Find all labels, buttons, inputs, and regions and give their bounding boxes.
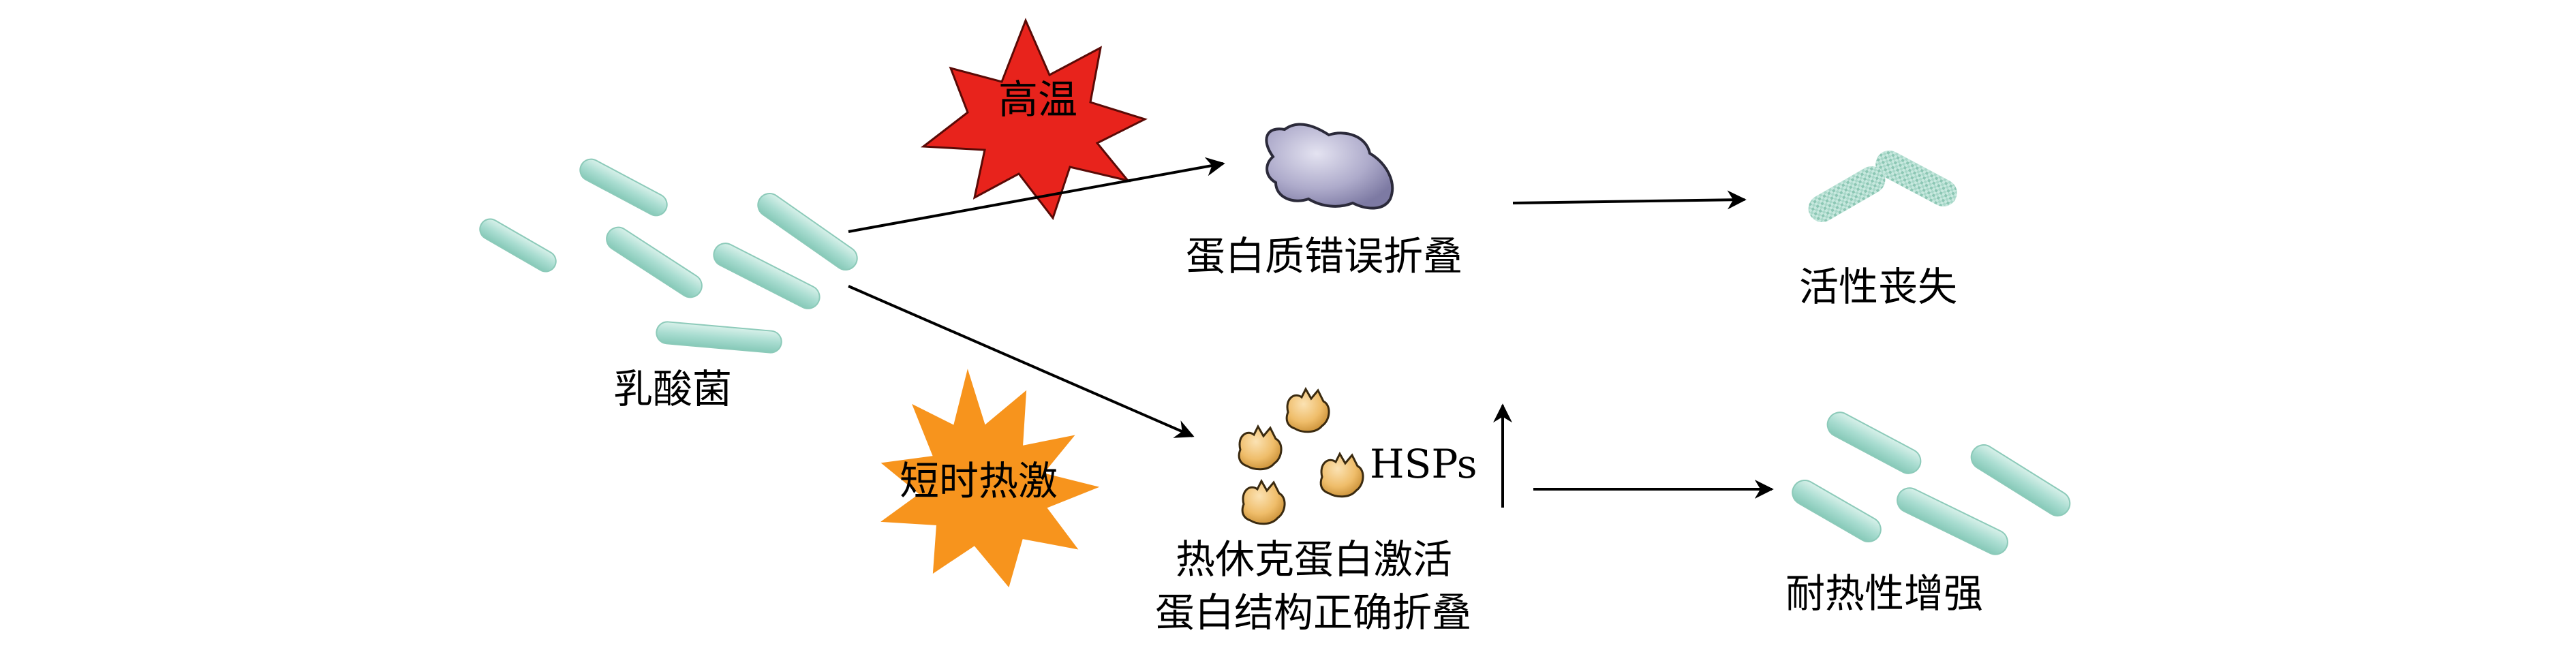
bacterium [656,321,782,354]
misfold-label: 蛋白质错误折叠 [1186,233,1463,279]
lab-bacteria-cluster [479,158,858,354]
heat-shock-burst [880,369,1100,588]
hsp-icon [1319,451,1364,498]
short-heat-shock-label: 短时热激 [900,458,1058,504]
high-temp-label: 高温 [998,76,1078,123]
bacterium [1792,480,1882,542]
high-temp-burst [920,18,1148,221]
inactive-bacterium [1875,150,1957,207]
hsp-icon [1238,424,1283,471]
hsp-icon [1285,386,1330,433]
arrow-to-hsp [848,285,1195,438]
lab-label: 乳酸菌 [613,366,733,412]
hsp-activate-line2: 蛋白结构正确折叠 [1155,589,1472,636]
inactive-bacterium [1808,166,1886,222]
hsp-icon [1241,478,1286,525]
arrow-to-misfold [848,157,1225,233]
misfolded-protein-icon [1265,123,1394,210]
bacterium [757,192,858,271]
bacterium [579,158,668,217]
bacterium [1826,412,1922,474]
inactive-bacteria [1808,150,1957,222]
arrow-to-inactive [1512,190,1747,210]
bacterium [606,226,703,298]
hsp-activate-line1: 热休克蛋白激活 [1176,536,1453,583]
bacterium [1897,487,2008,555]
bacterium [1970,444,2071,516]
bacterium [479,218,557,273]
bacterium [713,243,821,309]
hsp-proteins [1238,386,1364,525]
heat-resistant-bacteria [1792,412,2071,555]
heat-resistance-label: 耐热性增强 [1785,570,1984,617]
inactive-label: 活性丧失 [1799,264,1958,310]
hsps-label: HSPs [1370,441,1477,487]
